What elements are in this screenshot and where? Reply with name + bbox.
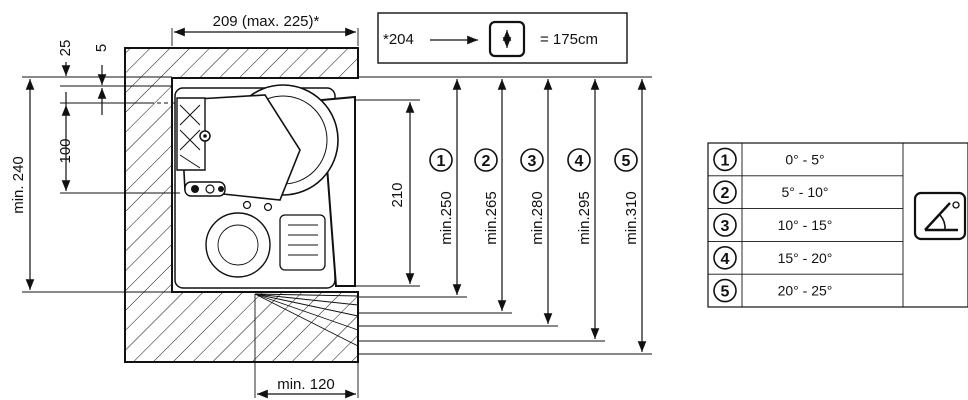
height-num: 4 [575,153,584,170]
floor-angle-lines [254,293,359,347]
height-label: min.265 [483,191,500,244]
table-row: 2 5° - 10° [713,180,829,204]
bracket-arm [179,94,301,201]
angle-symbol [913,191,967,241]
pivot-bolt-center [203,134,207,138]
height-num: 5 [622,153,631,170]
height-dim-1: 1 min.250 [358,79,467,298]
dim-min120: min. 120 [277,376,335,393]
row-num: 2 [721,185,730,202]
height-dim-4: 4 min.295 [358,79,605,342]
mount-block [176,97,206,171]
height-num: 1 [437,153,446,170]
height-num-circle [474,148,498,172]
row-num: 1 [721,152,730,169]
angle-table: 1 0° - 5° 2 5° - 10° 3 10° - 15° 4 15° - 20° 5 20… [707,142,968,308]
bottom-dimension: min. 120 [254,294,359,399]
height-label: min.295 [576,191,593,244]
dim-min240: min. 240 [10,156,27,214]
bolt-3 [218,186,224,192]
row-num-circle [713,278,737,303]
row-num: 3 [721,218,730,235]
row-angle-range: 20° - 25° [778,283,833,299]
row-num: 4 [721,251,730,268]
drive-unit [150,84,356,289]
height-dim-2: 2 min.265 [358,79,512,314]
small-pin [242,200,252,210]
dim-5: 5 [93,44,110,52]
table-row: 3 10° - 15° [713,213,833,237]
note-equals: = 175cm [540,31,598,48]
bolt-1 [191,185,199,193]
row-num-circle [713,180,737,204]
height-label: min.310 [623,191,640,244]
height-label: min.250 [438,191,455,244]
height-dim-3: 3 min.280 [358,79,558,327]
width-label: 209 (max. 225)* [213,13,320,30]
dim-210-group: 210 [355,99,420,287]
width-dimension: 209 (max. 225)* [171,13,359,46]
gearbox [279,214,326,271]
row-num-circle [713,147,737,172]
row-num-circle [713,245,737,270]
height-label: min.280 [529,191,546,244]
row-angle-range: 0° - 5° [785,151,824,167]
note-prefix: *204 [383,31,414,48]
table-row: 4 15° - 20° [713,245,833,270]
height-num-circle [429,148,453,172]
small-pin-2 [263,202,273,212]
table-row: 5 20° - 25° [713,278,833,303]
height-num: 2 [482,153,491,170]
left-dimensions: min. 240 25 5 100 [10,40,180,293]
gear-wheel-hub [217,224,259,266]
height-num-circle [614,148,638,172]
dim-25: 25 [57,40,74,57]
height-num: 3 [528,153,537,170]
row-angle-range: 5° - 10° [782,184,829,200]
dim-100: 100 [57,138,74,163]
height-num-circle [520,148,544,172]
row-num: 5 [721,284,730,301]
bolt-2 [205,184,215,194]
mount-grid [179,104,201,169]
gearbox-detail [288,224,318,256]
note-box: *204 = 175cm [377,12,628,64]
row-num-circle [713,213,737,237]
row-angle-range: 15° - 20° [778,250,833,266]
table-row: 1 0° - 5° [713,147,825,172]
dim-210: 210 [389,182,406,207]
height-dimensions: 1 min.250 2 min.265 3 min.280 4 min.295 5 min.310 [358,79,652,355]
height-num-circle [567,148,591,172]
height-dim-5: 5 min.310 [358,79,652,355]
row-angle-range: 10° - 15° [778,217,833,233]
